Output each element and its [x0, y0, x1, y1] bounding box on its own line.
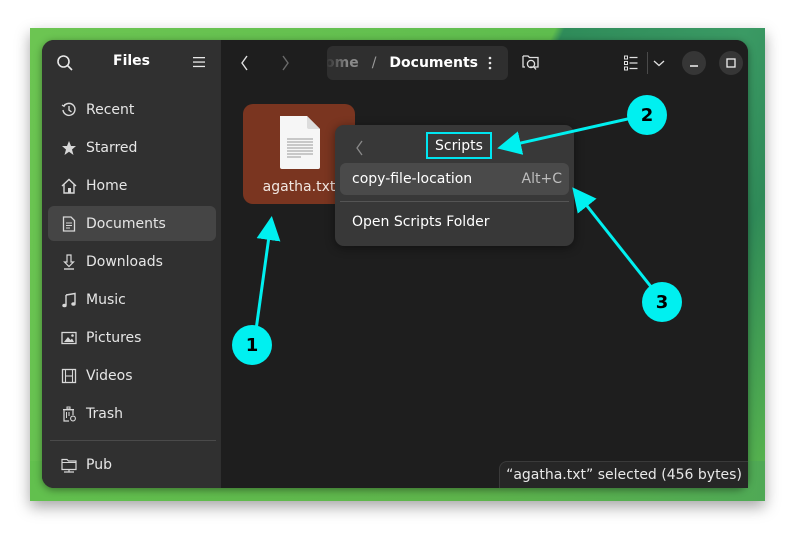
minimize-icon	[690, 65, 698, 67]
submenu-title: Scripts	[426, 132, 492, 159]
app-title: Files	[113, 53, 150, 69]
sidebar-item-label: Trash	[86, 405, 123, 422]
sidebar-item-downloads[interactable]: Downloads	[48, 244, 216, 279]
clock-icon	[61, 102, 76, 116]
maximize-icon	[726, 58, 736, 68]
path-separator: /	[371, 55, 377, 71]
menu-item-label: copy-file-location	[352, 171, 473, 187]
scripts-submenu: Scripts copy-file-location Alt+C Open Sc…	[335, 125, 574, 246]
forward-button[interactable]	[278, 54, 292, 72]
trash-icon	[63, 406, 76, 422]
sidebar-item-pub[interactable]: Pub	[48, 447, 216, 482]
menu-item-accel: Alt+C	[521, 171, 562, 187]
sidebar-item-starred[interactable]: Starred	[48, 130, 216, 165]
search-icon[interactable]	[56, 54, 74, 72]
view-options-chevron-down-icon[interactable]	[653, 54, 665, 72]
picture-icon	[61, 331, 77, 344]
annotation-badge-2: 2	[627, 95, 667, 135]
annotation-badge-3: 3	[642, 282, 682, 322]
sidebar-item-videos[interactable]: Videos	[48, 358, 216, 393]
search-folder-icon[interactable]	[522, 53, 540, 71]
sidebar-item-label: Videos	[86, 367, 133, 384]
download-icon	[63, 253, 75, 270]
header-bar: ome / Documents	[221, 40, 748, 86]
path-bar: ome / Documents	[327, 46, 508, 80]
music-icon	[62, 292, 76, 307]
main-content: ome / Documents	[221, 40, 748, 488]
submenu-back-icon[interactable]	[355, 140, 365, 156]
menu-item-copy-file-location[interactable]: copy-file-location Alt+C	[340, 163, 569, 195]
sidebar-item-label: Downloads	[86, 253, 163, 270]
sidebar-item-label: Pictures	[86, 329, 142, 346]
menu-separator	[340, 201, 569, 202]
sidebar-item-label: Pub	[86, 456, 112, 473]
network-folder-icon	[61, 458, 77, 473]
sidebar-item-recent[interactable]: Recent	[48, 92, 216, 127]
sidebar-item-pictures[interactable]: Pictures	[48, 320, 216, 355]
sidebar-item-label: Music	[86, 291, 126, 308]
sidebar-item-music[interactable]: Music	[48, 282, 216, 317]
file-name: agatha.txt	[262, 179, 336, 195]
list-view-icon[interactable]	[624, 54, 638, 72]
text-file-icon	[280, 116, 320, 169]
back-button[interactable]	[238, 54, 252, 72]
status-bar: “agatha.txt” selected (456 bytes)	[499, 461, 748, 488]
document-icon	[62, 215, 76, 232]
sidebar-item-label: Home	[86, 177, 128, 194]
sidebar-header: Files	[42, 40, 221, 86]
toolbar-divider	[647, 52, 648, 74]
hamburger-menu-icon[interactable]	[192, 56, 206, 68]
sidebar-item-trash[interactable]: Trash	[48, 396, 216, 431]
path-segment-documents[interactable]: Documents	[389, 55, 479, 71]
more-options-icon[interactable]	[488, 56, 492, 70]
sidebar-item-label: Starred	[86, 139, 138, 156]
menu-item-open-scripts-folder[interactable]: Open Scripts Folder	[352, 214, 490, 230]
sidebar-item-home[interactable]: Home	[48, 168, 216, 203]
minimize-button[interactable]	[682, 51, 706, 75]
sidebar-item-label: Documents	[86, 215, 166, 232]
home-icon	[61, 178, 77, 194]
star-icon	[62, 140, 76, 155]
maximize-button[interactable]	[719, 51, 743, 75]
annotation-badge-1: 1	[232, 325, 272, 365]
path-segment-home[interactable]: ome	[327, 55, 359, 71]
sidebar-item-documents[interactable]: Documents	[48, 206, 216, 241]
sidebar-item-label: Recent	[86, 101, 135, 118]
sidebar: Files Recent Starred	[42, 40, 221, 488]
sidebar-separator	[50, 440, 216, 441]
film-icon	[61, 368, 77, 383]
